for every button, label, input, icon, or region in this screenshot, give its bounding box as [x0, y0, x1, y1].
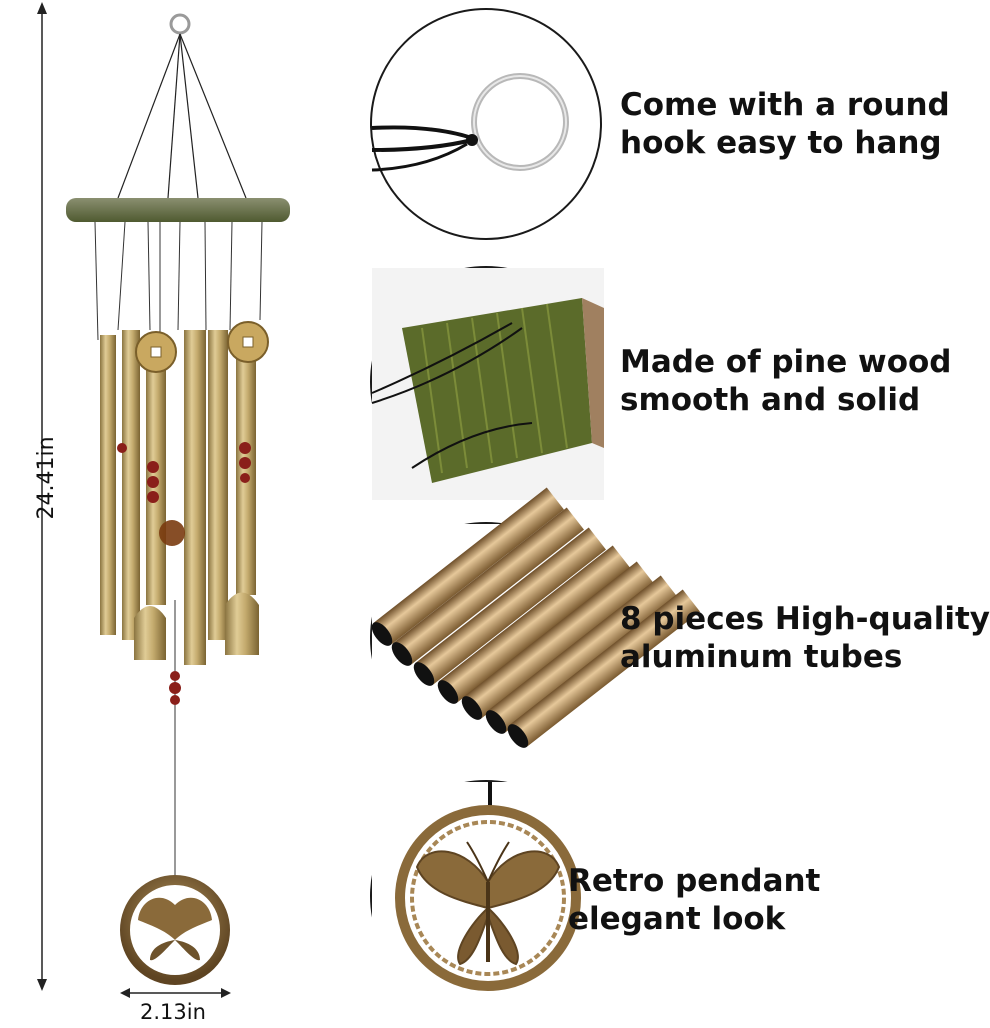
feature-pine-wood-image	[370, 266, 604, 500]
feature-line: hook easy to hang	[620, 125, 942, 161]
feature-line: Come with a round	[620, 87, 950, 123]
height-dimension-label: 24.41in	[34, 436, 60, 520]
aluminum-tubes-icon	[371, 487, 700, 756]
feature-butterfly-pendant-text: Retro pendant elegant look	[568, 862, 820, 938]
feature-ring-hook-text: Come with a round hook easy to hang	[620, 86, 950, 162]
feature-ring-hook-image	[370, 8, 602, 240]
butterfly-pendant-icon	[372, 782, 604, 1014]
feature-aluminum-tubes-image	[370, 487, 700, 756]
feature-butterfly-pendant-image	[370, 780, 604, 1014]
feature-line: Retro pendant	[568, 863, 821, 899]
feature-aluminum-tubes-text: 8 pieces High-quality aluminum tubes	[620, 600, 990, 676]
ring-hook-icon	[371, 73, 569, 172]
feature-line: elegant look	[568, 901, 786, 937]
product-wind-chime	[0, 0, 340, 1024]
feature-line: aluminum tubes	[620, 639, 903, 675]
pine-wood-icon	[371, 268, 604, 500]
feature-pine-wood-text: Made of pine wood smooth and solid	[620, 343, 951, 419]
feature-line: smooth and solid	[620, 382, 921, 418]
wind-chime-illustration	[37, 2, 290, 998]
feature-line: Made of pine wood	[620, 344, 952, 380]
feature-line: 8 pieces High-quality	[620, 601, 990, 637]
width-dimension-label: 2.13in	[140, 1000, 206, 1024]
